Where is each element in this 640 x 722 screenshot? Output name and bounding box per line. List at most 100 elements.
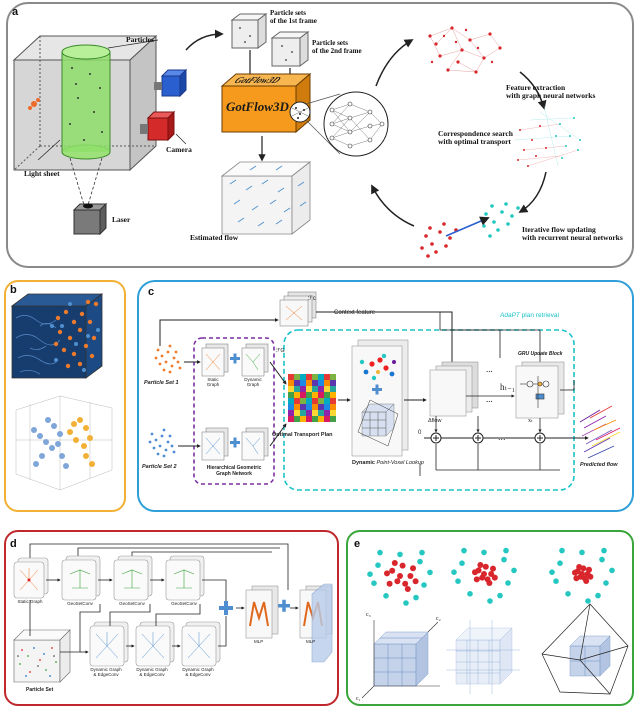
fg-symbol: ℱG [276, 348, 285, 354]
panel-e-label: e [354, 538, 361, 550]
ot-cell [324, 398, 330, 404]
ot-cell [288, 398, 294, 404]
ot-cell [300, 398, 306, 404]
red-particle [472, 569, 478, 576]
zero-label: 0 [418, 430, 422, 436]
mlp-card-1 [245, 585, 279, 639]
cyan-particle [501, 556, 507, 563]
ot-plan-label: Optimal Transport Plan [272, 432, 333, 438]
feature-nodes [428, 26, 502, 74]
cyan-particle [565, 591, 571, 597]
static-graph-d-label: Static Graph [17, 599, 43, 604]
svg-text:...: ... [486, 394, 493, 404]
dyn-2-label: Dynamic Graph & EdgeConv [136, 667, 168, 677]
particle-set-2-cloud [148, 428, 176, 458]
cyan-particle [497, 592, 503, 599]
ot-cell [294, 398, 300, 404]
ot-cell [312, 410, 318, 416]
ot-cell [312, 386, 318, 392]
cyan-particle [595, 592, 601, 599]
axis-c2-label: c₂ [436, 616, 441, 622]
orange-particles [53, 299, 99, 369]
cyan-particle [487, 598, 493, 604]
ot-cell [312, 392, 318, 398]
laser-label: Laser [112, 215, 131, 224]
e-particle-clusters [367, 547, 615, 606]
frame1-label: Particle sets of the 1st frame [270, 9, 317, 25]
delta-flow-label: Δflow [428, 418, 442, 424]
red-particle [572, 569, 578, 576]
iterative-clusters [420, 202, 520, 258]
red-particle [491, 574, 498, 581]
cyan-particle [375, 562, 381, 568]
red-particle [490, 565, 496, 572]
dynamic-lookup-card [351, 339, 409, 457]
3d-scatter-axes [15, 395, 113, 491]
ot-cell [288, 392, 294, 398]
predicted-flow-vectors [579, 405, 621, 459]
red-particle [399, 562, 406, 569]
ot-cell [288, 416, 294, 422]
light-sheet-cylinder [61, 44, 111, 160]
cyan-particle [585, 598, 591, 604]
red-particle [384, 570, 390, 577]
gru-cards [429, 361, 565, 419]
camera-label: Camera [166, 145, 192, 154]
flow-vectors [229, 165, 307, 227]
ot-cell [294, 386, 300, 392]
output-feature-slab [311, 583, 333, 663]
ot-cell [288, 410, 294, 416]
correspondence-cloud [513, 105, 581, 167]
ot-cell [330, 374, 336, 380]
red-particle [402, 580, 409, 587]
ot-cell [330, 416, 336, 422]
feature-graph [429, 27, 501, 73]
camera-red [140, 110, 176, 142]
ot-cell [288, 404, 294, 410]
particle-set-1-cloud [154, 344, 182, 374]
red-particle [576, 564, 583, 570]
cyan-particle [413, 594, 419, 601]
cyan-particle [367, 571, 373, 577]
iterative-label: Iterative flow updating with recurrent n… [522, 225, 623, 243]
red-particle [391, 560, 398, 566]
ot-cell [306, 398, 312, 404]
red-particle [473, 576, 480, 583]
axis-c3-left: c₃ [366, 612, 371, 618]
estimated-flow-label: Estimated flow [190, 233, 239, 242]
red-particle [481, 571, 487, 577]
ot-cell [324, 416, 330, 422]
red-particle [394, 578, 401, 585]
ot-cell [324, 386, 330, 392]
cyan-particle [455, 578, 461, 584]
ot-cell [294, 404, 300, 410]
red-particle [482, 563, 489, 570]
red-particle [412, 578, 419, 585]
ot-cell [312, 398, 318, 404]
cyan-particle [451, 569, 457, 575]
h-symbol: hₜ₋₁ [500, 382, 516, 392]
ot-cell [306, 392, 312, 398]
predicted-flow-label: Predicted flow [580, 462, 618, 468]
context-feature-stack [279, 291, 317, 327]
ot-cell [294, 380, 300, 386]
cyan-particle [403, 600, 409, 606]
ot-cell [330, 410, 336, 416]
red-particle [389, 567, 396, 574]
particle-set-1-label: Particle Set 1 [144, 380, 179, 386]
cyan-particle [377, 549, 383, 556]
ot-plan-matrix [288, 374, 336, 422]
correspondence-label: Correspondence search with optimal trans… [438, 129, 513, 147]
cyan-particle [461, 547, 467, 554]
ot-cell [318, 392, 324, 398]
ot-cell [324, 404, 330, 410]
ot-cell [306, 416, 312, 422]
ot-cell [324, 410, 330, 416]
red-particle [404, 586, 411, 592]
particles-label: Particles [126, 35, 154, 44]
plus-icon [230, 353, 240, 448]
ot-cell [312, 416, 318, 422]
red-particle [587, 573, 594, 580]
